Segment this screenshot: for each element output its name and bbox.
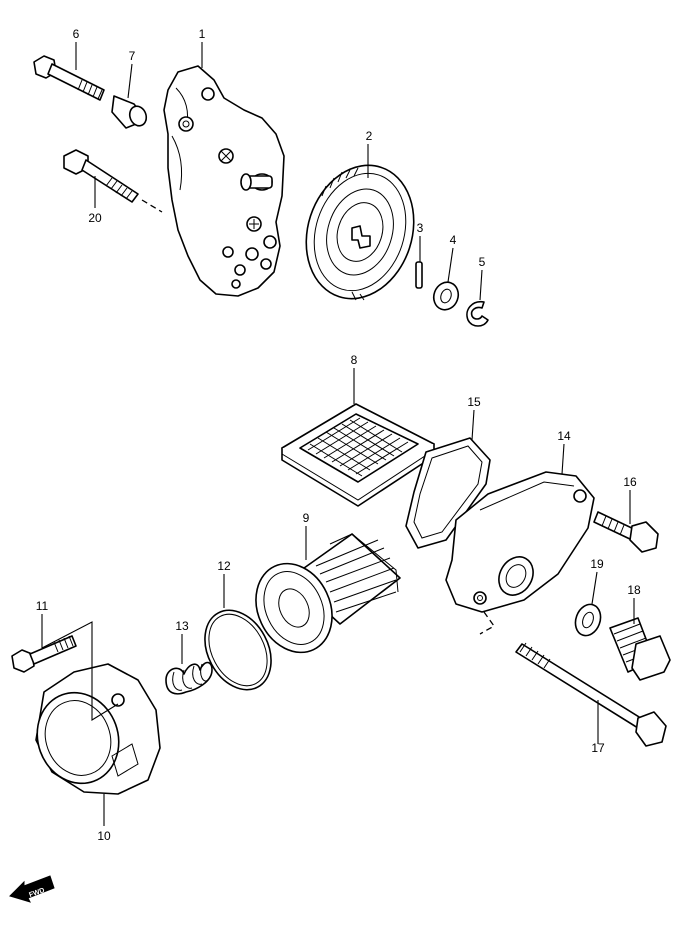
part-11-bolt[interactable] (11, 635, 77, 673)
part-13-spring[interactable] (165, 661, 213, 695)
callout-11: 11 (36, 599, 49, 613)
part-9-oil-filter[interactable] (242, 533, 401, 665)
part-2-oil-pump-gear[interactable] (290, 151, 431, 312)
callout-labels: 1 2 3 4 5 6 7 8 9 10 11 12 13 14 15 16 1… (36, 27, 641, 843)
leader-lines (41, 42, 635, 826)
callout-15: 15 (467, 395, 481, 409)
callout-13: 13 (175, 619, 189, 633)
part-4-washer[interactable] (430, 279, 462, 314)
part-15-gasket[interactable] (405, 437, 491, 549)
callout-19: 19 (590, 557, 604, 571)
callout-1: 1 (199, 27, 206, 41)
callout-3: 3 (417, 221, 424, 235)
part-1-oil-pump-body[interactable] (163, 65, 285, 297)
part-10-filter-cover[interactable] (25, 663, 161, 795)
callout-7: 7 (129, 49, 136, 63)
part-14-filter-housing[interactable] (445, 471, 595, 613)
part-6-bolt[interactable] (33, 55, 105, 101)
callout-9: 9 (303, 511, 310, 525)
callout-6: 6 (73, 27, 80, 41)
callout-2: 2 (366, 129, 373, 143)
part-16-bolt[interactable] (593, 511, 659, 553)
callout-16: 16 (623, 475, 637, 489)
callout-10: 10 (97, 829, 111, 843)
part-12-o-ring[interactable] (192, 599, 284, 701)
part-17-long-bolt[interactable] (479, 611, 667, 747)
callout-12: 12 (217, 559, 231, 573)
callout-5: 5 (479, 255, 486, 269)
callout-8: 8 (351, 353, 358, 367)
part-20-bolt[interactable] (63, 149, 163, 213)
callout-20: 20 (88, 211, 102, 225)
callout-18: 18 (627, 583, 641, 597)
callout-17: 17 (591, 741, 605, 755)
part-7-collar[interactable] (111, 95, 149, 129)
part-19-washer[interactable] (571, 601, 604, 639)
part-5-circlip[interactable] (466, 300, 489, 327)
callout-14: 14 (557, 429, 571, 443)
callout-4: 4 (450, 233, 457, 247)
part-3-pin[interactable] (415, 261, 423, 289)
fwd-arrow-icon: FWD (9, 875, 55, 903)
part-8-oil-strainer[interactable] (281, 403, 435, 507)
part-18-drain-plug[interactable] (609, 617, 671, 681)
